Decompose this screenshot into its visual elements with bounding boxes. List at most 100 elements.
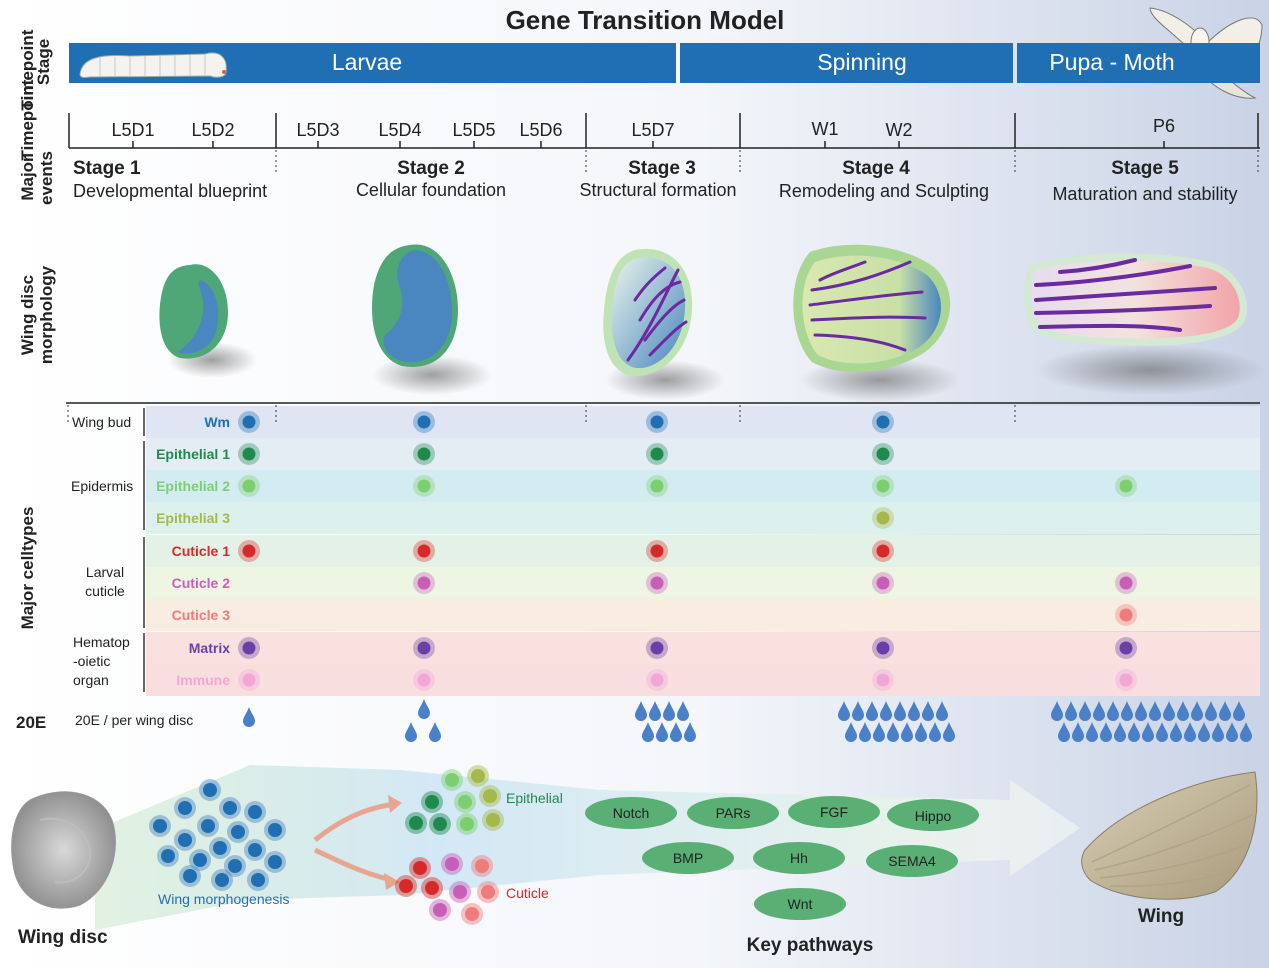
timepoint-label: L5D7 — [631, 120, 674, 140]
arrow-to-epithelial — [313, 801, 396, 842]
ecdysone-drop — [929, 722, 941, 742]
phase-label-spinning: Spinning — [817, 49, 907, 75]
ecdysone-drop — [642, 722, 654, 742]
stage-3-title: Stage 3 — [628, 158, 696, 179]
ecdysone-drop — [1226, 722, 1238, 742]
ecdysone-drop — [1184, 722, 1196, 742]
celltype-name: Cuticle 1 — [172, 543, 231, 559]
ecdysone-drop — [887, 722, 899, 742]
row-label-timepoint-top: Timepoint — [18, 29, 37, 110]
celltype-dot — [413, 443, 435, 465]
phase-label-pupa: Pupa - Moth — [1049, 49, 1174, 75]
ecdysone-drop — [838, 701, 850, 721]
stage-3-subtitle: Structural formation — [579, 180, 736, 200]
row-label-timepoint: Timepoint — [18, 79, 37, 160]
celltype-dot — [1115, 475, 1137, 497]
morphogenesis-cell — [219, 797, 241, 819]
cuticle-cell — [421, 877, 443, 899]
timepoint-label: L5D2 — [191, 120, 234, 140]
morphogenesis-cell — [189, 849, 211, 871]
ecdysone-drop — [1100, 722, 1112, 742]
ecdysone-drop — [1156, 722, 1168, 742]
celltype-matrix: Wing bud Epidermis Larval cuticle Hemato… — [66, 402, 1260, 696]
wing-disc-photo — [11, 791, 116, 909]
celltype-dot — [646, 443, 668, 465]
morphogenesis-cell — [149, 815, 171, 837]
celltype-dot — [646, 669, 668, 691]
silkworm-illustration — [79, 52, 227, 79]
stage-5-title: Stage 5 — [1111, 158, 1179, 179]
celltype-dot — [413, 669, 435, 691]
celltype-dots — [238, 411, 1137, 691]
pathway-notch-label: Notch — [613, 805, 650, 821]
celltype-dot — [1115, 572, 1137, 594]
epithelial-cluster — [405, 765, 504, 835]
pathway-hippo — [887, 799, 979, 831]
epithelial-cell — [441, 769, 463, 791]
cuticle-cell — [449, 881, 471, 903]
ecdysone-drop — [677, 701, 689, 721]
cuticle-label: Cuticle — [506, 885, 549, 901]
ecdysone-drop — [894, 701, 906, 721]
celltype-row-band — [146, 599, 1260, 631]
celltype-dot — [1115, 604, 1137, 626]
pathway-sema4-label: SEMA4 — [888, 853, 936, 869]
ecdysone-drop — [1065, 701, 1077, 721]
celltype-row-band — [146, 438, 1260, 470]
celltype-dot — [646, 411, 668, 433]
celltype-row-band — [146, 406, 1260, 438]
pathway-hippo-label: Hippo — [915, 808, 952, 824]
ecdysone-drop — [1198, 722, 1210, 742]
celltype-name: Matrix — [189, 640, 230, 656]
cuticle-cell — [471, 855, 493, 877]
arrow-to-cuticle — [313, 847, 393, 883]
ecdysone-drop — [866, 701, 878, 721]
ecdysone-drop — [859, 722, 871, 742]
morphogenesis-cell — [227, 821, 249, 843]
morphogenesis-label: Wing morphogenesis — [158, 891, 290, 907]
celltype-row-band — [146, 567, 1260, 599]
ecdysone-row: 20E / per wing disc — [75, 699, 1252, 742]
disc-veins — [626, 266, 688, 362]
row-label-major: Major — [18, 155, 37, 201]
ecdysone-drop — [852, 701, 864, 721]
phase-label-larvae: Larvae — [332, 49, 402, 75]
row-label-celltypes: Major celltypes — [18, 507, 37, 630]
group-organ: organ — [73, 672, 109, 688]
epithelial-cell — [405, 812, 427, 834]
celltype-name: Epithelial 3 — [156, 510, 230, 526]
pathway-hh — [753, 842, 845, 874]
celltype-dot — [872, 507, 894, 529]
disc-inner — [178, 280, 219, 354]
ecdysone-drop — [1093, 701, 1105, 721]
epithelial-cell — [421, 791, 443, 813]
celltype-name: Wm — [204, 414, 230, 430]
ecdysone-drop — [915, 722, 927, 742]
cuticle-cell — [395, 875, 417, 897]
ecdysone-drop — [656, 722, 668, 742]
celltype-row-band — [146, 535, 1260, 567]
ecdysone-drop — [1058, 722, 1070, 742]
wing-disc-stage-4 — [793, 244, 960, 402]
wing-label: Wing — [1138, 906, 1184, 927]
celltype-dot — [413, 475, 435, 497]
celltype-dot — [238, 669, 260, 691]
branch-arrows — [313, 795, 402, 890]
epithelial-label: Epithelial — [506, 790, 563, 806]
phase-banner: Larvae Spinning Pupa - Moth — [69, 43, 1260, 83]
arrow-head — [388, 795, 402, 813]
stage-5-subtitle: Maturation and stability — [1052, 184, 1237, 204]
ecdysone-drop — [936, 701, 948, 721]
morphogenesis-cell — [199, 779, 221, 801]
celltype-row-band — [146, 470, 1260, 502]
pathway-sema4 — [866, 845, 958, 877]
ecdysone-drop — [635, 701, 647, 721]
pathway-notch — [585, 797, 677, 829]
ecdysone-drop — [663, 701, 675, 721]
morphogenesis-cell — [247, 869, 269, 891]
celltype-dot — [872, 443, 894, 465]
timepoint-label: W1 — [812, 119, 839, 139]
celltype-groups: Wing bud Epidermis Larval cuticle Hemato… — [71, 408, 145, 692]
row-label-events: events — [37, 151, 56, 205]
